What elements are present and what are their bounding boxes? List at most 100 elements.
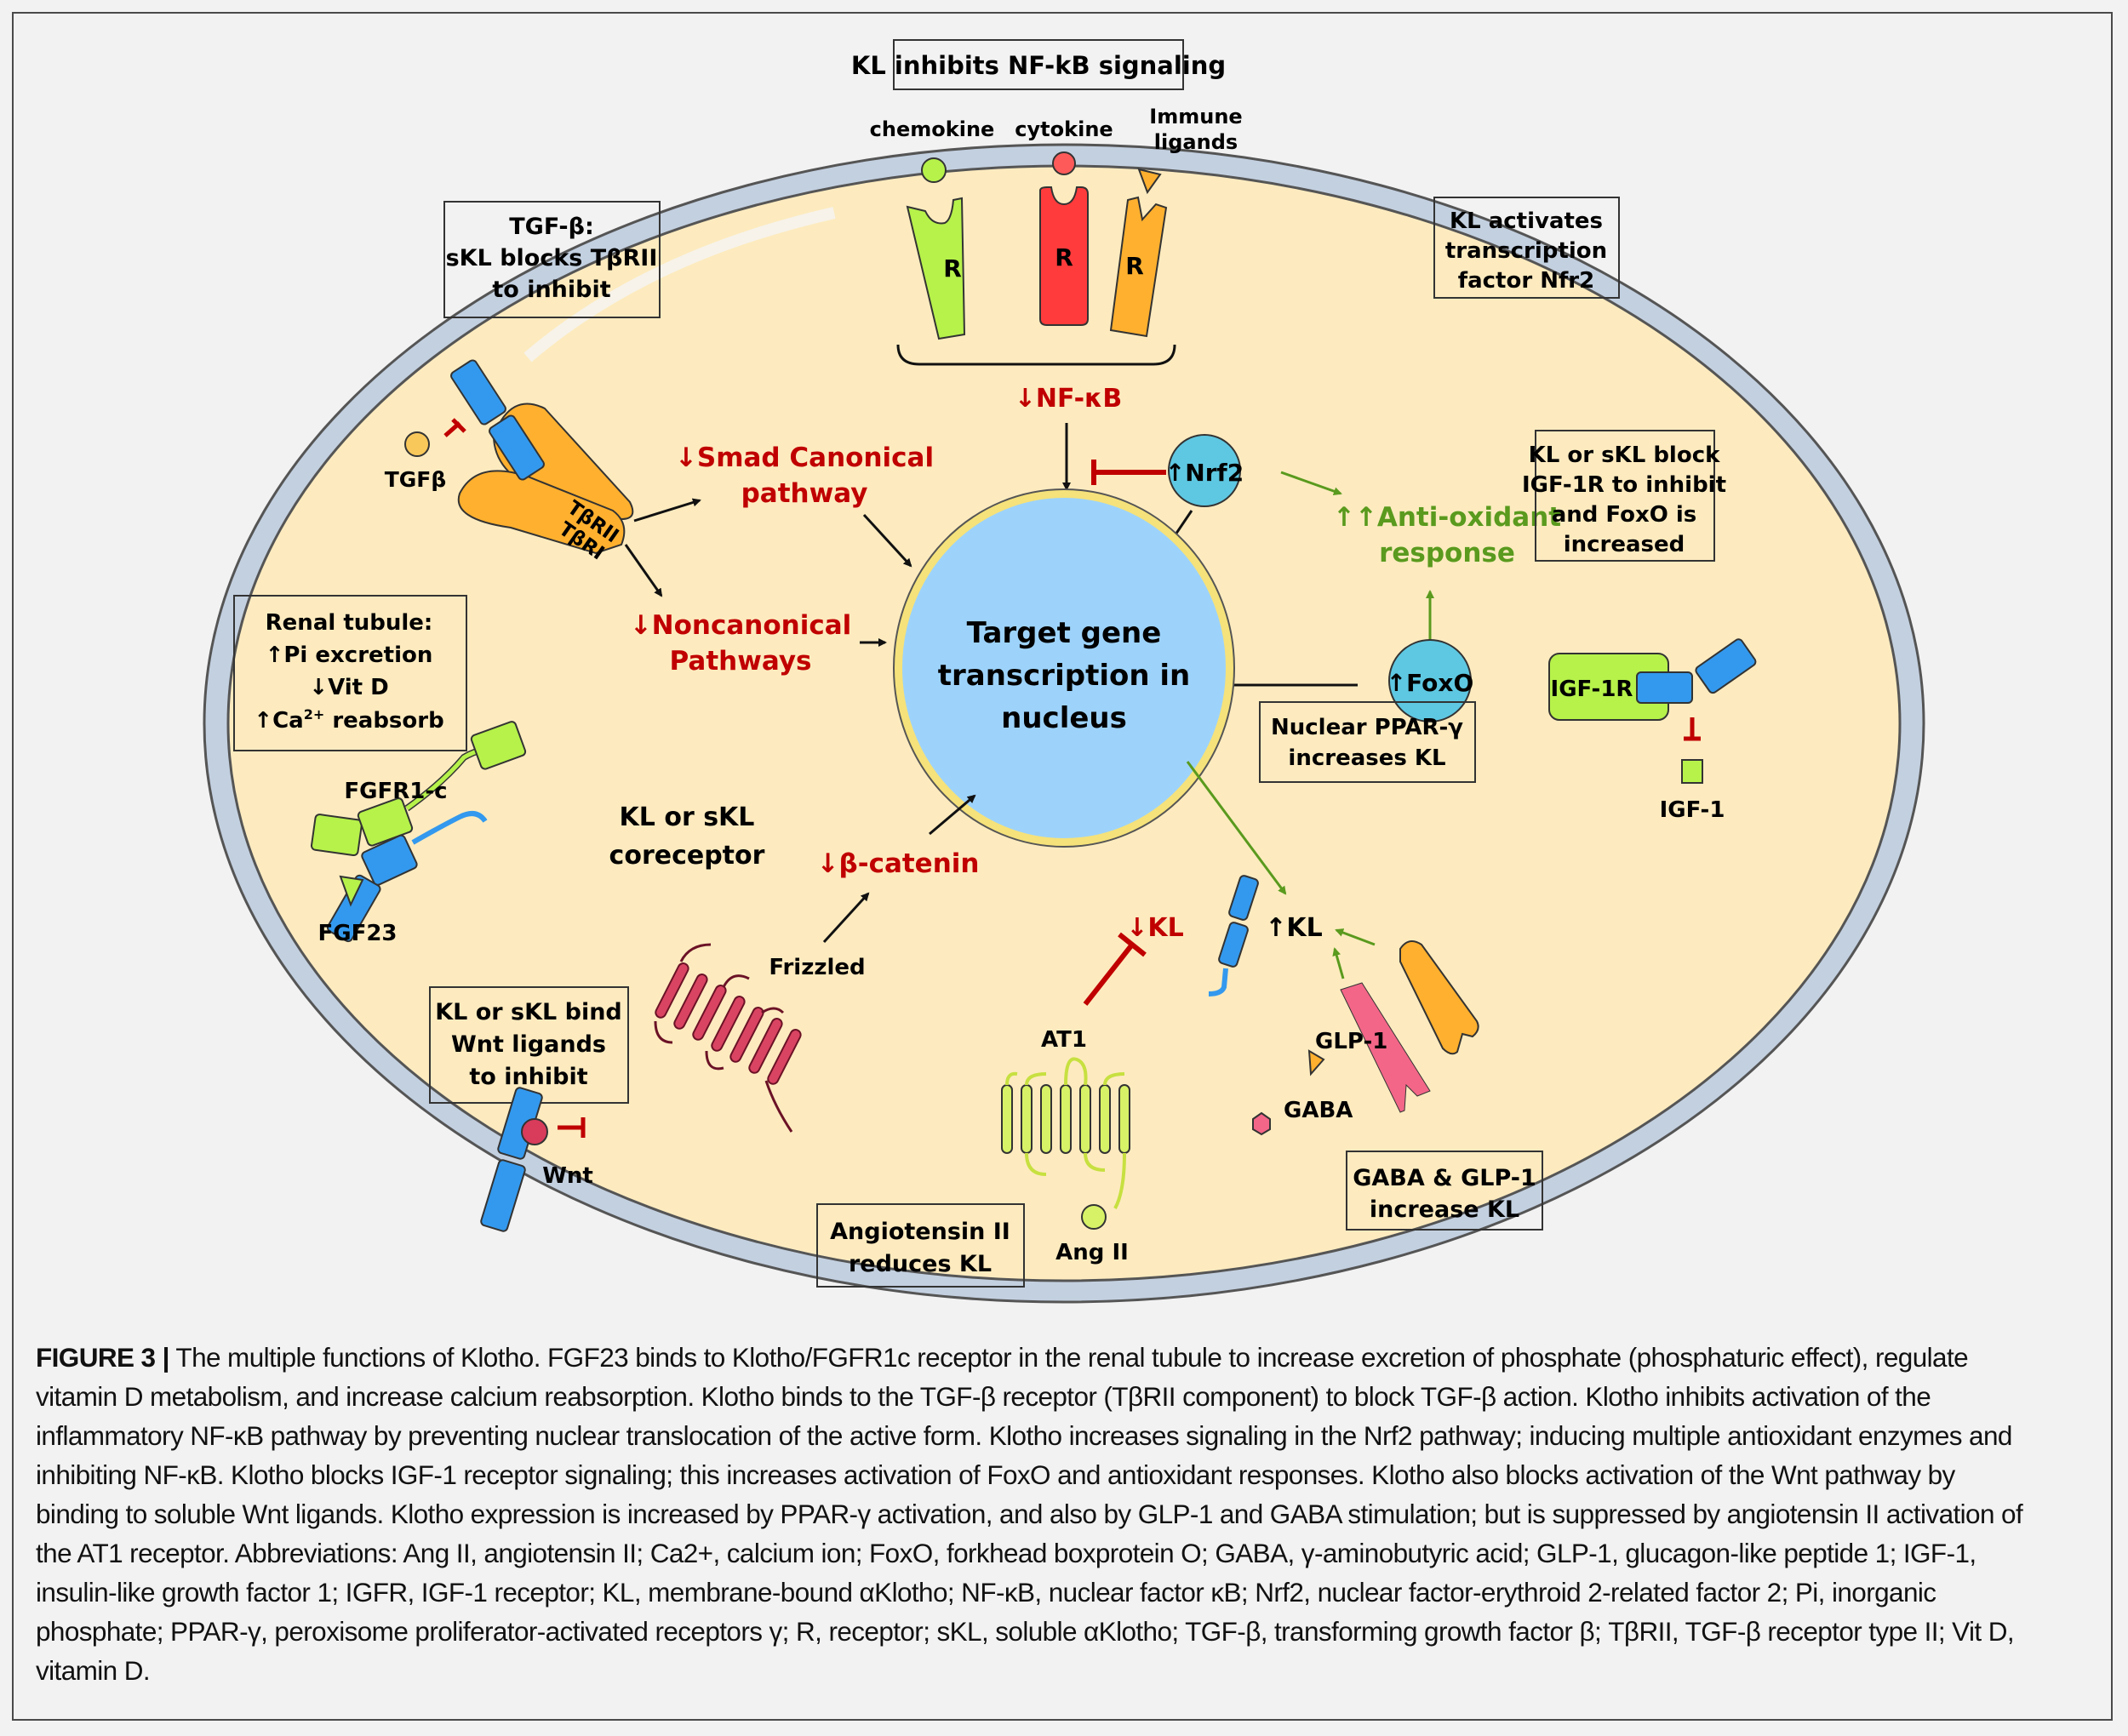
gaba-ligand-icon bbox=[1252, 1111, 1271, 1136]
tgfb-ligand-icon bbox=[404, 431, 430, 457]
tbrii-receptor bbox=[492, 403, 634, 521]
klotho-coreceptor-domain-2 bbox=[326, 874, 381, 943]
smad-to-nucleus-arrow bbox=[862, 513, 912, 568]
noncanonical-label-2: Pathways bbox=[670, 646, 812, 677]
klotho-coreceptor-tail bbox=[411, 811, 488, 845]
renal-box-line-4: ↑Ca2+ reabsorb bbox=[254, 706, 443, 734]
ppar-to-kl-arrow bbox=[1186, 761, 1287, 895]
tgf-box bbox=[443, 201, 661, 318]
ang-box-line-2: reduces KL bbox=[849, 1251, 992, 1277]
coreceptor-label-2: coreceptor bbox=[609, 841, 765, 871]
frizzled-to-bcatenin-arrow bbox=[822, 892, 870, 944]
tgfb-label: TGFβ bbox=[385, 467, 447, 492]
igf1r-label: IGF-1R bbox=[1551, 677, 1633, 702]
receptor-bracket bbox=[896, 344, 1176, 366]
membrane-klotho-domain-1 bbox=[1228, 875, 1259, 921]
igf1-inhibition-icon bbox=[1684, 717, 1701, 741]
nrf2-box-line-1: KL activates bbox=[1450, 208, 1603, 234]
nrf2-box-line-3: factor Nfr2 bbox=[1458, 268, 1594, 294]
glp1-receptor bbox=[1399, 940, 1479, 1055]
nucleus bbox=[894, 489, 1234, 847]
at1-receptor bbox=[1001, 1084, 1130, 1154]
immune-label-1: Immune bbox=[1149, 105, 1242, 128]
klotho-pathway-diagram: KL inhibits NF-kB signaling chemokine cy… bbox=[203, 39, 1925, 1304]
frizzled-helix-7 bbox=[767, 1029, 802, 1085]
igf-box-line-1: KL or sKL block bbox=[1529, 443, 1721, 468]
chemokine-label: chemokine bbox=[870, 117, 995, 141]
kl-up-label: ↑KL bbox=[1265, 913, 1323, 943]
immune-receptor bbox=[1109, 196, 1168, 338]
smad-label-1: ↓Smad Canonical bbox=[675, 443, 934, 473]
tgf-to-noncanonical-arrow bbox=[624, 544, 663, 597]
sklotho-blocker-lower bbox=[489, 414, 545, 481]
ppar-box-line-1: Nuclear PPAR-γ bbox=[1271, 715, 1463, 740]
tgf-box-line-1: TGF-β: bbox=[509, 214, 594, 240]
chemokine-receptor bbox=[906, 197, 966, 340]
fgf23-ligand-icon bbox=[339, 875, 364, 907]
gaba-label: GABA bbox=[1284, 1098, 1353, 1123]
renal-box-visible bbox=[233, 595, 467, 751]
frizzled-helix-5 bbox=[729, 1007, 764, 1063]
nucleus-outline bbox=[893, 488, 1235, 848]
renal-reabsorb-label: reabsorb bbox=[324, 708, 443, 734]
igf-box-line-2: IGF-1R to inhibit bbox=[1522, 472, 1726, 498]
tgfb-inhibition-icon bbox=[443, 418, 466, 437]
frizzled-label: Frizzled bbox=[769, 955, 865, 980]
angii-ligand-icon bbox=[1081, 1204, 1107, 1230]
glp1-ligand-icon bbox=[1307, 1049, 1325, 1076]
glp1-label: GLP-1 bbox=[1315, 1029, 1387, 1054]
igf-box-visible bbox=[1535, 430, 1715, 562]
cytokine-label: cytokine bbox=[1015, 117, 1113, 141]
igf-box-line-3: and FoxO is bbox=[1552, 502, 1697, 528]
cytokine-receptor-label: R bbox=[1055, 243, 1073, 271]
at1-helix-7 bbox=[1118, 1084, 1130, 1154]
antioxidant-label-1: ↑↑Anti-oxidant bbox=[1333, 502, 1561, 533]
gaba-to-kl-arrow bbox=[1332, 947, 1345, 979]
frizzled-helix-6 bbox=[748, 1018, 783, 1074]
noncanonical-label-1: ↓Noncanonical bbox=[630, 610, 852, 641]
nfkb-down-label: ↓NF-κB bbox=[1015, 384, 1122, 414]
nrf2-node bbox=[1168, 434, 1241, 507]
fgf23-label: FGF23 bbox=[317, 921, 397, 946]
gaba-box-line-2: increase KL bbox=[1370, 1196, 1519, 1223]
sklotho-blocker-upper bbox=[450, 359, 506, 425]
tgf-box-line-2: sKL blocks TβRII bbox=[446, 245, 658, 271]
angii-label: Ang II bbox=[1055, 1240, 1129, 1265]
chemokine-receptor-label: R bbox=[943, 254, 962, 283]
renal-ca-superscript: 2+ bbox=[304, 706, 325, 722]
ang-box-line-1: Angiotensin II bbox=[830, 1219, 1010, 1245]
nfkb-box bbox=[893, 39, 1184, 90]
chemokine-ligand-icon bbox=[921, 157, 947, 183]
tgf-to-smad-arrow bbox=[633, 498, 701, 523]
immune-ligand-icon bbox=[1137, 168, 1162, 195]
nucleus-label-2: transcription in bbox=[938, 659, 1191, 693]
figure-caption-text: The multiple functions of Klotho. FGF23 … bbox=[36, 1342, 2023, 1686]
klotho-igf-domain-1 bbox=[1636, 671, 1693, 704]
immune-receptor-label: R bbox=[1125, 252, 1144, 280]
nfkb-box-text: KL inhibits NF-kB signaling bbox=[851, 51, 1226, 80]
renal-ca-label: ↑Ca bbox=[254, 708, 303, 734]
klotho-igf-domain-2 bbox=[1695, 638, 1757, 694]
gaba-box bbox=[1346, 1151, 1543, 1231]
tbri-receptor bbox=[457, 470, 626, 555]
at1-loops bbox=[1005, 1057, 1126, 1209]
fgfr-intracellular-domain bbox=[470, 721, 527, 770]
cytokine-receptor bbox=[1039, 186, 1089, 326]
at1-helix-5 bbox=[1079, 1084, 1091, 1154]
nrf2-box-line-2: transcription bbox=[1445, 238, 1607, 264]
frizzled-helix-4 bbox=[711, 996, 746, 1052]
membrane-klotho-tail bbox=[1208, 968, 1228, 996]
frizzled-helix-2 bbox=[673, 974, 708, 1030]
figure-caption-label: FIGURE 3 | bbox=[36, 1342, 169, 1373]
kl-down-label: ↓KL bbox=[1126, 913, 1184, 943]
ppar-box bbox=[1259, 701, 1476, 783]
at1-helix-2 bbox=[1021, 1084, 1033, 1154]
igf-box-line-4: increased bbox=[1564, 532, 1685, 557]
wnt-ligand-icon bbox=[521, 1118, 548, 1145]
ang-box bbox=[816, 1203, 1025, 1288]
wnt-box-line-1: KL or sKL bind bbox=[435, 999, 622, 1025]
wnt-inhibition-icon bbox=[558, 1117, 586, 1138]
figure-caption: FIGURE 3 | The multiple functions of Klo… bbox=[36, 1338, 2045, 1690]
ppar-box-line-2: increases KL bbox=[1288, 745, 1445, 771]
nrf2-inhibits-nfkb bbox=[1091, 460, 1166, 485]
